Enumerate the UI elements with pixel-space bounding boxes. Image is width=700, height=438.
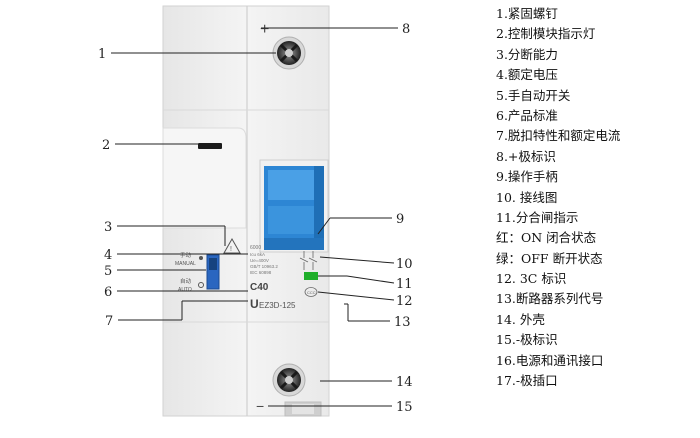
legend-item: 2.控制模块指示灯 bbox=[496, 26, 596, 42]
callout-4: 4 bbox=[104, 248, 112, 263]
bottom-screw-icon bbox=[272, 363, 306, 397]
callout-14: 14 bbox=[396, 375, 413, 390]
legend-item: 16.电源和通讯接口 bbox=[496, 352, 604, 368]
spec-line: Ue=400V bbox=[250, 258, 269, 263]
legend-item: 4.额定电压 bbox=[496, 67, 558, 83]
ccc-mark-icon: CCC bbox=[304, 287, 318, 297]
spec-line: GB/T 10963.2 bbox=[250, 264, 278, 269]
callout-15: 15 bbox=[396, 400, 413, 415]
spec-line: Icu 6kA bbox=[250, 252, 265, 257]
callout-8: 8 bbox=[402, 22, 410, 37]
legend-item: 6.产品标准 bbox=[496, 107, 558, 123]
legend-item: 17.-极插口 bbox=[496, 373, 558, 389]
callout-9: 9 bbox=[396, 212, 404, 227]
manual-label: 手动 bbox=[180, 251, 192, 259]
legend-item: 5.手自动开关 bbox=[496, 87, 571, 103]
legend-item: 7.脱扣特性和额定电流 bbox=[496, 128, 621, 144]
svg-text:CCC: CCC bbox=[307, 290, 316, 295]
legend-item: 3.分断能力 bbox=[496, 46, 558, 62]
operating-handle[interactable] bbox=[259, 159, 329, 253]
leader-lines bbox=[111, 27, 398, 407]
series-code: EZ3D-125 bbox=[259, 301, 296, 310]
legend-item: 10. 接线图 bbox=[496, 189, 558, 205]
callout-1: 1 bbox=[98, 47, 106, 62]
rating-text: C40 bbox=[250, 282, 269, 293]
manual-label-en: MANUAL bbox=[175, 261, 196, 267]
spec-label-block: 6000 Icu 6kA Ue=400V GB/T 10963.2 IEC 60… bbox=[250, 245, 278, 275]
callout-11: 11 bbox=[396, 277, 413, 292]
legend-list: 1.紧固螺钉 2.控制模块指示灯 3.分断能力 4.额定电压 5.手自动开关 6… bbox=[496, 4, 696, 391]
top-screw-icon bbox=[272, 36, 306, 70]
callout-12: 12 bbox=[396, 294, 413, 309]
legend-item: 8.+极标识 bbox=[496, 148, 556, 164]
callout-13: 13 bbox=[394, 315, 411, 330]
legend-item: 11.分合闸指示 bbox=[496, 209, 579, 225]
callout-5: 5 bbox=[104, 264, 112, 279]
legend-item: 13.断路器系列代号 bbox=[496, 291, 604, 307]
legend-item: 12. 3C 标识 bbox=[496, 271, 567, 287]
callout-10: 10 bbox=[396, 257, 413, 272]
legend-item: 绿：OFF 断开状态 bbox=[496, 250, 603, 266]
callout-7: 7 bbox=[105, 314, 113, 329]
svg-text:!: ! bbox=[230, 246, 232, 253]
warning-icon bbox=[223, 237, 241, 254]
plus-mark: + bbox=[260, 21, 269, 38]
auto-label: 自动 bbox=[180, 277, 192, 285]
spec-line: IEC 60898 bbox=[250, 270, 272, 275]
on-off-indicator bbox=[304, 272, 318, 280]
callout-2: 2 bbox=[102, 138, 110, 153]
legend-item: 9.操作手柄 bbox=[496, 169, 558, 185]
auto-label-en: AUTO bbox=[178, 287, 192, 293]
wiring-diagram-icon bbox=[299, 251, 318, 270]
minus-mark: − bbox=[256, 398, 264, 414]
legend-item: 1.紧固螺钉 bbox=[496, 6, 558, 21]
legend-item: 15.-极标识 bbox=[496, 332, 558, 348]
capacity-text: 6000 bbox=[250, 245, 261, 251]
legend-item: 红：ON 闭合状态 bbox=[496, 230, 597, 246]
legend-item: 14. 外壳 bbox=[496, 311, 545, 327]
manual-auto-switch[interactable] bbox=[198, 254, 220, 290]
callout-3: 3 bbox=[104, 220, 112, 235]
control-indicator-light bbox=[198, 143, 222, 149]
series-prefix: U bbox=[250, 297, 259, 311]
callout-6: 6 bbox=[104, 285, 112, 300]
